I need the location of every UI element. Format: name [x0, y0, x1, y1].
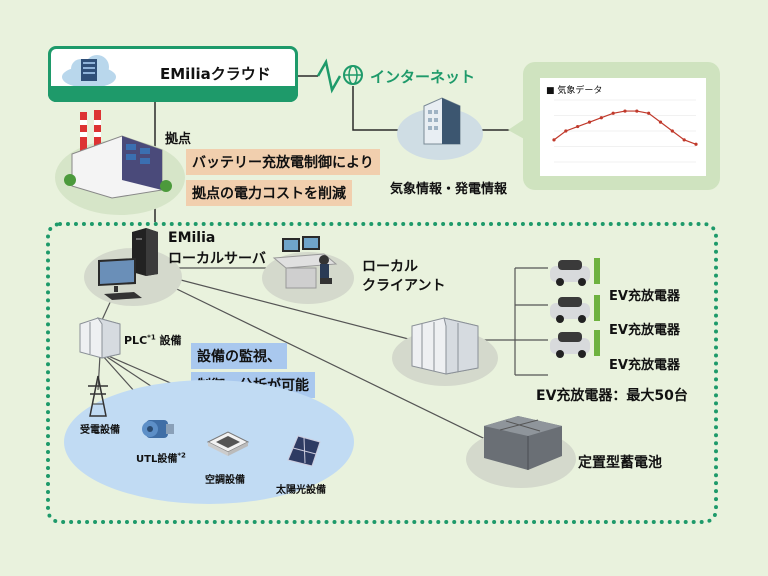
client-line1: ローカル: [362, 259, 418, 275]
cloud-panel-band: [48, 86, 298, 102]
plc-suffix: 設備: [155, 334, 182, 347]
chart-data-point: [670, 129, 674, 133]
aircon-label: 空調設備: [205, 475, 245, 486]
weather-chart-card: ■ 気象データ: [540, 78, 706, 176]
monitor-tag-line1: 設備の監視、: [191, 343, 287, 369]
utl-motor-icon: [142, 420, 174, 438]
chart-data-point: [635, 109, 639, 113]
chart-data-point: [623, 109, 627, 113]
monitor-icon: [98, 258, 142, 300]
factory-icon: [64, 110, 172, 199]
chart-data-point: [694, 142, 698, 146]
ev-car-icon: [550, 330, 600, 358]
chart-data-point: [647, 111, 651, 115]
ev-car-icon: [550, 295, 600, 323]
chart-data-point: [611, 111, 615, 115]
weather-caption: 気象情報・発電情報: [390, 182, 508, 197]
battery-icon: [484, 416, 562, 470]
base-tag-cost-reduction: 拠点の電力コストを削減: [186, 180, 352, 206]
ev-charger-label-3: EV充放電器: [609, 358, 680, 373]
ev-summary: EV充放電器：最大50台: [536, 388, 688, 404]
chart-data-point: [682, 138, 686, 142]
operator-desk-icon: [272, 236, 338, 289]
internet-label: インターネット: [370, 68, 476, 86]
weather-chart-title: ■ 気象データ: [546, 86, 603, 96]
chart-bubble-tail: [508, 118, 526, 140]
globe-icon: [343, 65, 363, 85]
plc-label: PLC*1 設備: [124, 332, 182, 348]
transmission-tower-icon: [88, 375, 108, 417]
ev-car-icon: [550, 258, 600, 286]
chart-data-point: [599, 116, 603, 120]
weather-line-chart: [552, 99, 698, 163]
plc-name: PLC: [124, 334, 148, 347]
office-building-icon: [423, 97, 461, 145]
plc-footnote-mark: *1: [147, 333, 156, 342]
cloud-server-icon: [62, 55, 116, 88]
solar-panel-icon: [287, 435, 321, 467]
server-role: ローカルサーバ: [168, 251, 266, 267]
chart-data-point: [552, 138, 556, 142]
chart-series-line: [553, 110, 697, 145]
client-line2: クライアント: [362, 278, 446, 294]
server-name: EMilia: [168, 230, 216, 246]
plc-cabinet-icon: [79, 317, 121, 359]
solar-label: 太陽光設備: [276, 485, 326, 496]
battery-label: 定置型蓄電池: [578, 455, 662, 471]
server-tower-icon: [132, 228, 158, 276]
local-site-frame: [46, 222, 718, 524]
chart-data-point: [658, 120, 663, 124]
base-label: 拠点: [165, 132, 192, 147]
inverter-cabinet-icon: [411, 317, 479, 375]
substation-label: 受電設備: [80, 425, 120, 436]
base-tag-battery-control: バッテリー充放電制御により: [186, 149, 380, 175]
cloud-label: EMiliaクラウド: [160, 65, 271, 83]
chart-data-point: [587, 120, 592, 124]
chart-data-point: [576, 124, 580, 129]
ev-charger-label-2: EV充放電器: [609, 323, 680, 338]
ev-charger-label-1: EV充放電器: [609, 289, 680, 304]
chart-data-point: [564, 129, 568, 133]
aircon-icon: [206, 431, 250, 456]
utl-footnote-mark: *2: [177, 451, 186, 460]
utl-label: UTL設備*2: [136, 450, 186, 465]
utl-name: UTL設備: [136, 454, 178, 465]
